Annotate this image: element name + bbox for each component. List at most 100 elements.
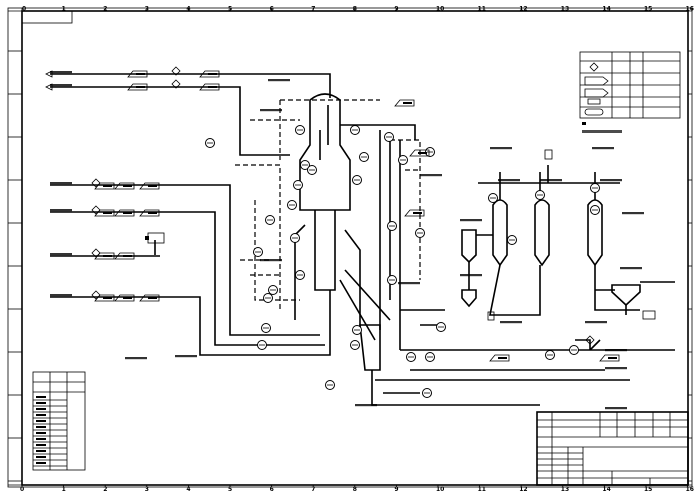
column-label: 15 bbox=[644, 486, 652, 493]
column-3 bbox=[587, 199, 603, 267]
tank-2 bbox=[461, 289, 477, 308]
cyclone-vessel bbox=[359, 324, 381, 371]
diamond-symbol bbox=[171, 79, 181, 89]
text-label bbox=[540, 179, 562, 182]
column-label: 8 bbox=[353, 486, 357, 493]
column-label: 12 bbox=[519, 6, 527, 13]
column-label: 9 bbox=[394, 486, 398, 493]
column-label: 13 bbox=[561, 486, 569, 493]
column-grid-labels: 0011223344556677889910101111121213131414… bbox=[20, 6, 694, 494]
text-label bbox=[398, 282, 420, 285]
text-label bbox=[498, 179, 520, 182]
column-1 bbox=[492, 199, 508, 267]
column-label: 16 bbox=[686, 6, 694, 13]
column-label: 14 bbox=[602, 486, 610, 493]
diamond-symbol bbox=[91, 290, 101, 300]
title-block bbox=[536, 411, 689, 486]
diamond-symbol bbox=[585, 335, 595, 345]
text-label bbox=[460, 274, 482, 277]
line-tag bbox=[139, 294, 160, 302]
column-label: 10 bbox=[436, 486, 444, 493]
instrument-table bbox=[32, 371, 86, 471]
column-label: 0 bbox=[20, 486, 24, 493]
text-label bbox=[50, 84, 72, 87]
text-label bbox=[605, 407, 627, 410]
line-tag bbox=[409, 149, 430, 157]
pump-motor-icon bbox=[145, 232, 165, 244]
line-tag bbox=[199, 70, 220, 78]
line-tag bbox=[127, 70, 148, 78]
column-label: 3 bbox=[145, 486, 149, 493]
line-tag bbox=[139, 182, 160, 190]
column-label: 12 bbox=[519, 486, 527, 493]
text-label bbox=[620, 267, 642, 270]
process-lines bbox=[45, 70, 675, 406]
column-label: 14 bbox=[602, 6, 610, 13]
line-tag bbox=[394, 99, 415, 107]
text-label bbox=[355, 404, 377, 407]
sheet-border bbox=[7, 7, 693, 488]
label-tags bbox=[50, 66, 644, 410]
text-label bbox=[50, 182, 72, 185]
line-tag bbox=[114, 294, 135, 302]
text-label bbox=[592, 147, 614, 150]
diamond-symbol bbox=[91, 205, 101, 215]
column-label: 10 bbox=[436, 6, 444, 13]
column-label: 2 bbox=[103, 486, 107, 493]
column-label: 4 bbox=[186, 486, 190, 493]
column-label: 6 bbox=[270, 486, 274, 493]
column-label: 0 bbox=[22, 6, 26, 13]
text-label bbox=[50, 71, 72, 74]
arrow-symbol bbox=[584, 88, 609, 98]
row-grid-ticks bbox=[8, 50, 692, 482]
line-tag bbox=[404, 209, 425, 217]
text-label bbox=[125, 357, 147, 360]
column-label: 3 bbox=[145, 6, 149, 13]
arrow-symbol bbox=[584, 76, 609, 86]
column-label: 1 bbox=[62, 6, 66, 13]
line-tag bbox=[114, 209, 135, 217]
column-label: 9 bbox=[394, 6, 398, 13]
column-label: 7 bbox=[311, 6, 315, 13]
text-label bbox=[420, 174, 442, 177]
text-label bbox=[605, 367, 627, 370]
column-label: 8 bbox=[353, 6, 357, 13]
text-label bbox=[175, 355, 197, 358]
text-label bbox=[490, 147, 512, 150]
text-label bbox=[500, 321, 522, 324]
line-tag bbox=[199, 83, 220, 91]
text-label bbox=[585, 321, 607, 324]
text-label bbox=[260, 259, 282, 262]
column-label: 4 bbox=[186, 6, 190, 13]
line-tag bbox=[139, 209, 160, 217]
text-label bbox=[50, 294, 72, 297]
column-label: 16 bbox=[686, 486, 694, 493]
column-label: 15 bbox=[644, 6, 652, 13]
text-label bbox=[50, 209, 72, 212]
line-tag bbox=[127, 83, 148, 91]
legend-table bbox=[579, 51, 681, 133]
text-label bbox=[622, 212, 644, 215]
text-label bbox=[260, 109, 282, 112]
diamond-symbol bbox=[171, 66, 181, 76]
hopper bbox=[611, 284, 641, 307]
text-label bbox=[600, 179, 622, 182]
instrument-bubbles bbox=[205, 125, 600, 398]
column-label: 13 bbox=[561, 6, 569, 13]
column-2 bbox=[534, 199, 550, 267]
text-label bbox=[460, 219, 482, 222]
column-label: 2 bbox=[103, 6, 107, 13]
line-tag bbox=[114, 182, 135, 190]
diamond-symbol bbox=[589, 62, 599, 72]
column-label: 6 bbox=[270, 6, 274, 13]
column-label: 11 bbox=[478, 6, 486, 13]
column-label: 5 bbox=[228, 486, 232, 493]
text-label bbox=[605, 349, 627, 352]
tank-1 bbox=[461, 229, 477, 264]
line-tag bbox=[489, 354, 510, 362]
diamond-symbol bbox=[91, 248, 101, 258]
text-label bbox=[50, 253, 72, 256]
line-tag bbox=[114, 252, 135, 260]
diamond-symbol bbox=[91, 178, 101, 188]
